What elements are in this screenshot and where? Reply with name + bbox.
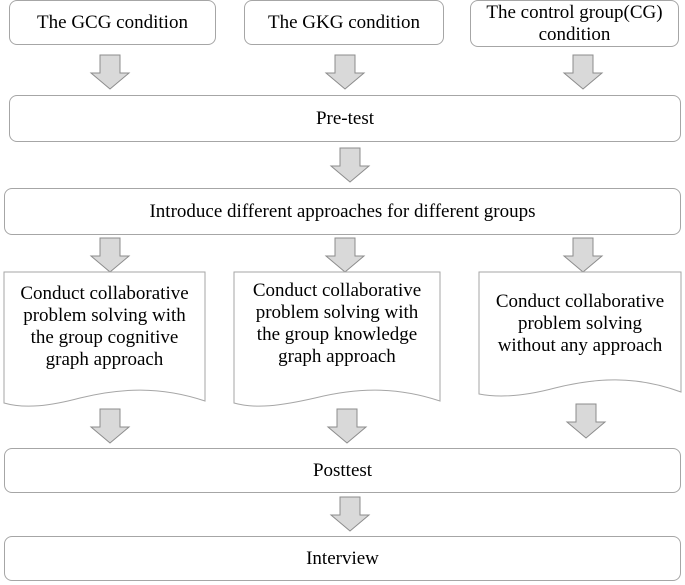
activity-box-gkg xyxy=(233,271,441,407)
condition-label-gcg: The GCG condition xyxy=(37,11,188,33)
condition-box-gcg: The GCG condition xyxy=(9,0,216,45)
arrow-cg-to-pretest xyxy=(563,54,603,90)
arrow-pretest-to-introduce xyxy=(330,147,370,183)
activity-box-gcg xyxy=(3,271,206,407)
arrow-posttest-to-interview xyxy=(330,496,370,532)
condition-label-gkg: The GKG condition xyxy=(268,11,420,33)
condition-box-cg: The control group(CG) condition xyxy=(470,0,679,47)
posttest-box: Posttest xyxy=(4,448,681,493)
interview-box: Interview xyxy=(4,536,681,581)
pretest-box: Pre-test xyxy=(9,95,681,142)
arrow-gkg-activity-to-posttest xyxy=(327,408,367,444)
activity-label-cg: Conduct collaborative problem solving wi… xyxy=(495,291,665,356)
posttest-label: Posttest xyxy=(312,459,373,481)
activity-label-gkg: Conduct collaborative problem solving wi… xyxy=(252,280,422,367)
arrow-introduce-to-cg-activity xyxy=(563,237,603,273)
arrow-introduce-to-gkg-activity xyxy=(325,237,365,273)
arrow-introduce-to-gcg-activity xyxy=(90,237,130,273)
arrow-cg-activity-to-posttest xyxy=(566,403,606,439)
activity-box-cg xyxy=(478,271,682,397)
interview-label: Interview xyxy=(306,547,379,569)
arrow-gkg-to-pretest xyxy=(325,54,365,90)
condition-box-gkg: The GKG condition xyxy=(244,0,444,45)
arrow-gcg-to-pretest xyxy=(90,54,130,90)
condition-label-cg: The control group(CG) condition xyxy=(486,1,663,45)
introduce-box: Introduce different approaches for diffe… xyxy=(4,188,681,235)
pretest-label: Pre-test xyxy=(315,107,375,129)
activity-label-gcg: Conduct collaborative problem solving wi… xyxy=(20,283,189,370)
introduce-label: Introduce different approaches for diffe… xyxy=(149,200,536,222)
arrow-gcg-activity-to-posttest xyxy=(90,408,130,444)
